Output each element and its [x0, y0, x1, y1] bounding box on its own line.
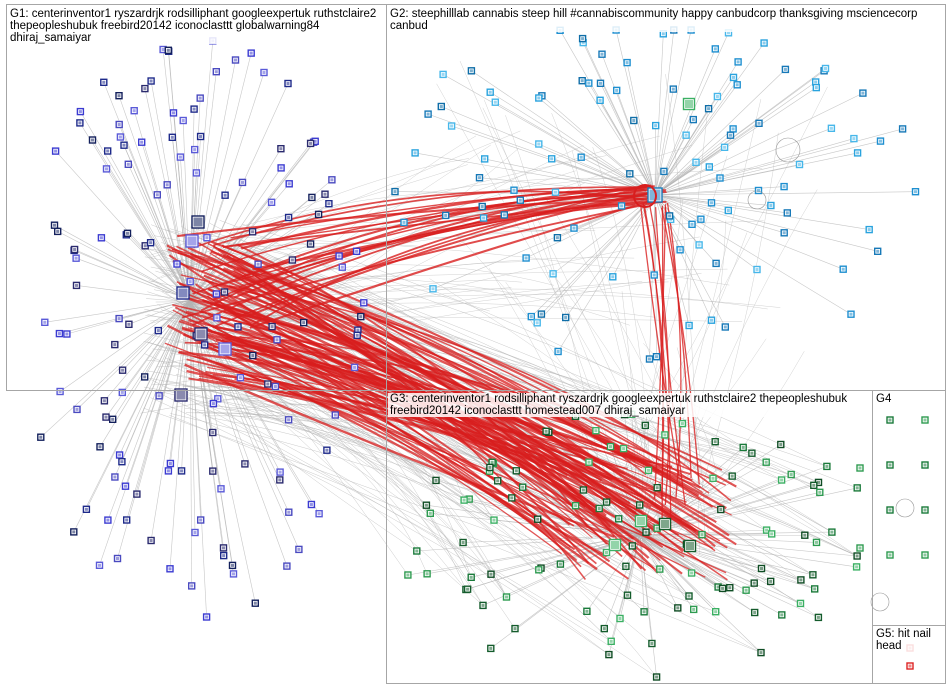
node-g1 [119, 459, 125, 465]
node-g1 [277, 469, 283, 475]
node-g1 [189, 583, 195, 589]
group-label-g5: G5: hit nail head [874, 628, 944, 652]
node-g1 [167, 566, 173, 572]
node-g1 [230, 562, 236, 568]
group-box-g1 [6, 4, 387, 391]
node-g1 [332, 412, 338, 418]
node-g1 [204, 614, 210, 620]
group-label-g4: G4 [874, 393, 893, 405]
node-g1 [97, 562, 103, 568]
node-g1 [167, 461, 173, 467]
node-g1 [316, 511, 322, 517]
node-g1 [38, 434, 44, 440]
node-g1 [277, 477, 283, 483]
node-g1 [105, 517, 111, 523]
node-g1 [242, 461, 248, 467]
node-g1 [308, 502, 314, 508]
node-g1 [134, 491, 140, 497]
node-g1 [97, 444, 103, 450]
node-g1 [179, 468, 185, 474]
node-g1 [221, 553, 227, 559]
group-box-g2 [386, 4, 946, 391]
node-g1 [221, 545, 227, 551]
node-g1 [124, 517, 130, 523]
node-g1 [165, 468, 171, 474]
group-box-g4 [872, 390, 946, 626]
node-g1 [112, 474, 118, 480]
node-g1 [324, 447, 330, 453]
node-g1 [296, 546, 302, 552]
group-label-g2: G2: steephilllab cannabis steep hill #ca… [388, 8, 944, 32]
group-label-g3: G3: centerinventor1 rodsilliphant ryszar… [388, 393, 872, 417]
node-g1 [192, 530, 198, 536]
node-g1 [252, 600, 258, 606]
node-g1 [148, 538, 154, 544]
node-g1 [286, 417, 292, 423]
node-g1 [71, 529, 77, 535]
node-g1 [231, 571, 237, 577]
node-g1 [198, 517, 204, 523]
node-g1 [101, 398, 107, 404]
group-label-g1: G1: centerinventor1 ryszardrjk rodsillip… [8, 8, 382, 44]
node-g1 [210, 468, 216, 474]
node-g1 [74, 406, 80, 412]
node-g1 [110, 416, 116, 422]
node-g1 [123, 483, 129, 489]
node-g1 [103, 414, 109, 420]
node-g1 [210, 401, 216, 407]
node-g1 [156, 393, 162, 399]
node-g1 [210, 430, 216, 436]
node-g1 [115, 556, 121, 562]
node-g1 [83, 506, 89, 512]
node-g1 [117, 452, 123, 458]
node-g1 [284, 563, 290, 569]
node-g1 [218, 486, 224, 492]
group-box-g3 [386, 390, 873, 684]
node-g1 [286, 509, 292, 515]
